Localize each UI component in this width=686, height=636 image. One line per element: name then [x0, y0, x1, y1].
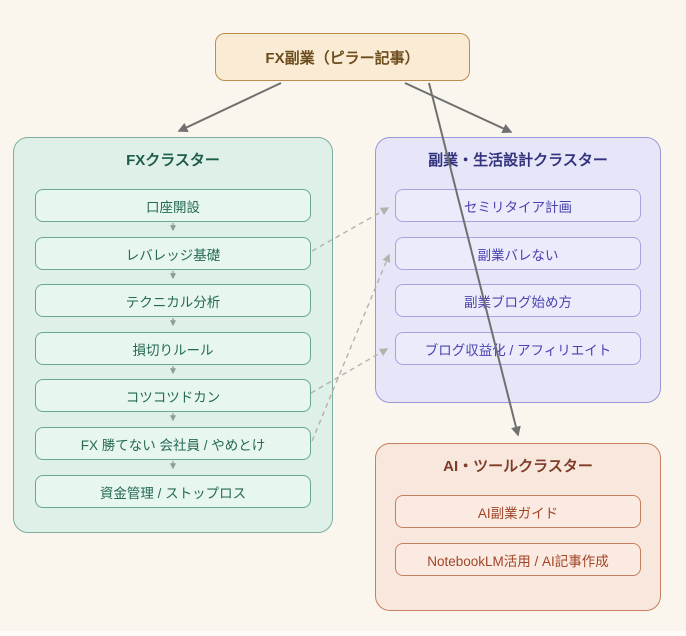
node-fukugyou-barenai: 副業バレない — [395, 237, 641, 270]
ai-cluster-title: AI・ツールクラスター — [443, 458, 593, 475]
edge-pillar-to-fx-cluster — [177, 82, 282, 132]
ai-cluster: AI・ツールクラスター AI副業ガイド NotebookLM活用 / AI記事作… — [375, 443, 661, 611]
node-blog-shuekika-affiliate: ブログ収益化 / アフィリエイト — [395, 332, 641, 365]
pillar-node: FX副業（ピラー記事） — [215, 33, 470, 81]
page-bottom-edge — [0, 631, 686, 636]
edge-pillar-to-side-cluster — [404, 82, 513, 134]
pillar-label: FX副業（ピラー記事） — [265, 49, 420, 67]
node-fukugyou-blog-hajimekata: 副業ブログ始め方 — [395, 284, 641, 317]
node-technical-bunseki: テクニカル分析 — [35, 284, 311, 317]
fx-cluster-title: FXクラスター — [126, 152, 220, 169]
fx-cluster: FXクラスター 口座開設 レバレッジ基礎 テクニカル分析 損切りルール コツコツ… — [13, 137, 333, 533]
node-semiretire-keikaku: セミリタイア計画 — [395, 189, 641, 222]
node-notebooklm-katsuyou: NotebookLM活用 / AI記事作成 — [395, 543, 641, 576]
node-kotsukotsu-dokan: コツコツドカン — [35, 379, 311, 412]
node-kouza-kaisetsu: 口座開設 — [35, 189, 311, 222]
side-cluster-title: 副業・生活設計クラスター — [428, 152, 608, 169]
node-ai-fukugyou-guide: AI副業ガイド — [395, 495, 641, 528]
node-shikin-kanri: 資金管理 / ストップロス — [35, 475, 311, 508]
node-fx-katenai-kaishain: FX 勝てない 会社員 / やめとけ — [35, 427, 311, 460]
side-cluster: 副業・生活設計クラスター セミリタイア計画 副業バレない 副業ブログ始め方 ブロ… — [375, 137, 661, 403]
node-songiri-rule: 損切りルール — [35, 332, 311, 365]
node-leverage-kiso: レバレッジ基礎 — [35, 237, 311, 270]
